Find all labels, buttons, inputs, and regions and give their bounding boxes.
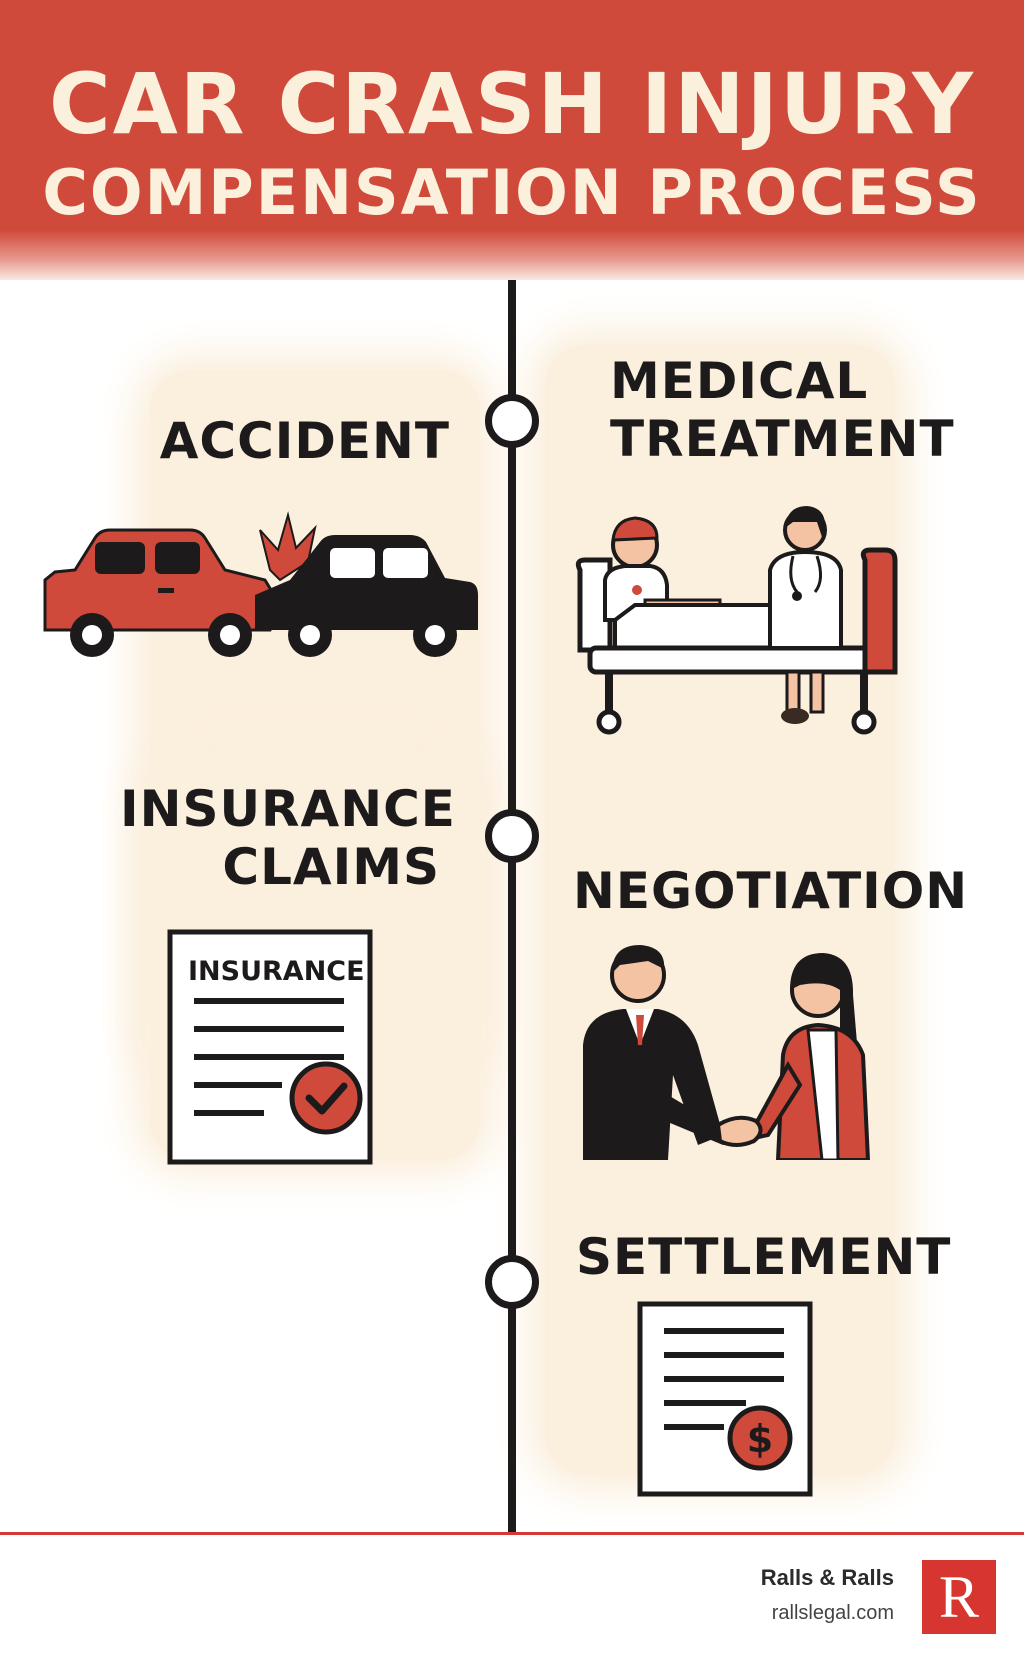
step-label-medical-line1: MEDICAL: [610, 352, 869, 410]
timeline-node-2: [485, 809, 539, 863]
timeline-node-3: [485, 1255, 539, 1309]
step-label-negotiation: NEGOTIATION: [573, 862, 967, 920]
timeline-line: [508, 280, 516, 1533]
insurance-document-icon: INSURANCE: [167, 929, 373, 1165]
step-label-accident-text: ACCIDENT: [159, 412, 450, 470]
step-label-medical-treatment: MEDICAL TREATMENT: [610, 352, 955, 468]
right-panel: [545, 345, 895, 1475]
step-label-insurance-line2: CLAIMS: [222, 838, 440, 896]
header-banner: CAR CRASH INJURY COMPENSATION PROCESS: [0, 0, 1024, 280]
step-label-medical-line2: TREATMENT: [610, 410, 955, 468]
firm-logo: R: [922, 1560, 996, 1634]
title-line-1: CAR CRASH INJURY: [49, 55, 975, 153]
dollar-sign-text: $: [747, 1417, 773, 1461]
step-label-settlement: SETTLEMENT: [576, 1228, 950, 1286]
settlement-document-icon: $: [637, 1301, 813, 1497]
step-label-settlement-text: SETTLEMENT: [576, 1228, 952, 1286]
car-crash-icon: [43, 511, 478, 657]
handshake-icon: [583, 945, 871, 1160]
step-label-accident: ACCIDENT: [150, 412, 450, 470]
step-label-insurance-line1: INSURANCE: [120, 780, 456, 838]
step-label-negotiation-text: NEGOTIATION: [573, 862, 969, 920]
timeline-node-1: [485, 394, 539, 448]
header-fade: [0, 230, 1024, 280]
firm-name: Ralls & Ralls: [760, 1565, 894, 1590]
insurance-document-text: INSURANCE: [188, 956, 365, 987]
hospital-bed-doctor-icon: [575, 506, 898, 735]
firm-url[interactable]: rallslegal.com: [771, 1602, 894, 1624]
step-label-insurance-claims: INSURANCE CLAIMS: [120, 780, 456, 896]
footer-divider: [0, 1532, 1024, 1535]
title-line-2: COMPENSATION PROCESS: [42, 156, 982, 229]
